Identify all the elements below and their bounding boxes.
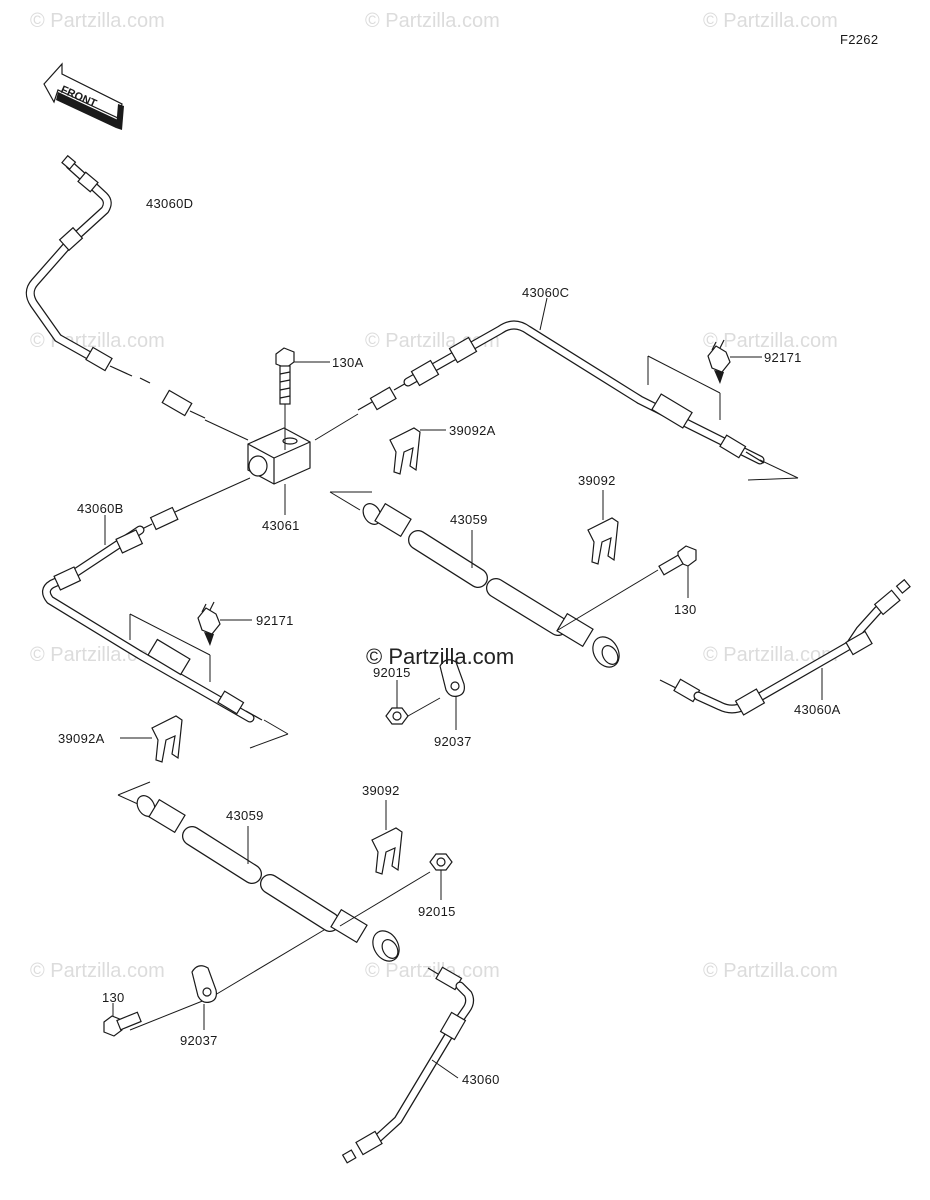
bolt-130A <box>275 347 330 450</box>
watermark: © Partzilla.com <box>365 10 500 32</box>
part-label-43060B[interactable]: 43060B <box>77 501 124 516</box>
clip-39092A-left <box>120 715 183 763</box>
part-label-92171[interactable]: 92171 <box>764 350 802 365</box>
clip-39092-bottom <box>371 800 403 875</box>
part-label-39092[interactable]: 39092 <box>362 783 400 798</box>
clip-92171-top <box>707 339 762 384</box>
watermark: © Partzilla.com <box>703 644 838 666</box>
brake-line-43060B <box>42 504 289 749</box>
part-label-43060C[interactable]: 43060C <box>522 285 569 300</box>
brake-line-43060 <box>341 966 475 1164</box>
part-label-43060D[interactable]: 43060D <box>146 196 193 211</box>
watermarks: © Partzilla.com © Partzilla.com © Partzi… <box>30 10 838 982</box>
watermark: © Partzilla.com <box>30 330 165 352</box>
part-label-39092A[interactable]: 39092A <box>58 731 105 746</box>
brake-line-43060C <box>357 297 799 481</box>
nut-92015-bottom <box>429 853 453 900</box>
part-label-92015[interactable]: 92015 <box>418 904 456 919</box>
watermark: © Partzilla.com <box>703 10 838 32</box>
part-label-92015[interactable]: 92015 <box>373 665 411 680</box>
clip-92171-left <box>197 601 252 646</box>
hose-43059-lower <box>117 781 431 1031</box>
part-label-92037[interactable]: 92037 <box>180 1033 218 1048</box>
center-watermark: © Partzilla.com <box>366 644 514 669</box>
watermark: © Partzilla.com <box>30 10 165 32</box>
part-label-43059[interactable]: 43059 <box>450 512 488 527</box>
part-label-43059[interactable]: 43059 <box>226 808 264 823</box>
brake-line-43060D <box>25 154 206 419</box>
part-label-39092A[interactable]: 39092A <box>449 423 496 438</box>
nut-92015-mid <box>385 680 441 725</box>
brake-line-43060A <box>659 578 911 716</box>
clamp-92037-bottom <box>191 965 217 1030</box>
part-label-92037[interactable]: 92037 <box>434 734 472 749</box>
clip-39092-top <box>587 490 619 565</box>
bolt-130-bottom <box>103 1003 142 1037</box>
part-label-39092[interactable]: 39092 <box>578 473 616 488</box>
watermark: © Partzilla.com <box>703 330 838 352</box>
watermark: © Partzilla.com <box>703 960 838 982</box>
diagram-code: F2262 <box>840 32 878 47</box>
hose-43059-upper <box>329 491 659 668</box>
clip-39092A-top <box>389 427 446 475</box>
part-label-130A[interactable]: 130A <box>332 355 364 370</box>
bolt-130-right <box>658 545 697 598</box>
part-label-43060A[interactable]: 43060A <box>794 702 841 717</box>
brake-junction-43061 <box>189 413 359 515</box>
clamp-92037-mid <box>439 659 465 730</box>
watermark: © Partzilla.com <box>30 960 165 982</box>
part-label-130[interactable]: 130 <box>102 990 125 1005</box>
part-label-43061[interactable]: 43061 <box>262 518 300 533</box>
part-label-130[interactable]: 130 <box>674 602 697 617</box>
front-arrow-icon: FRONT <box>43 62 124 130</box>
part-label-43060[interactable]: 43060 <box>462 1072 500 1087</box>
part-label-92171[interactable]: 92171 <box>256 613 294 628</box>
part-labels: 43060D 130A 43060C 92171 39092A 43060B 4… <box>58 196 841 1087</box>
